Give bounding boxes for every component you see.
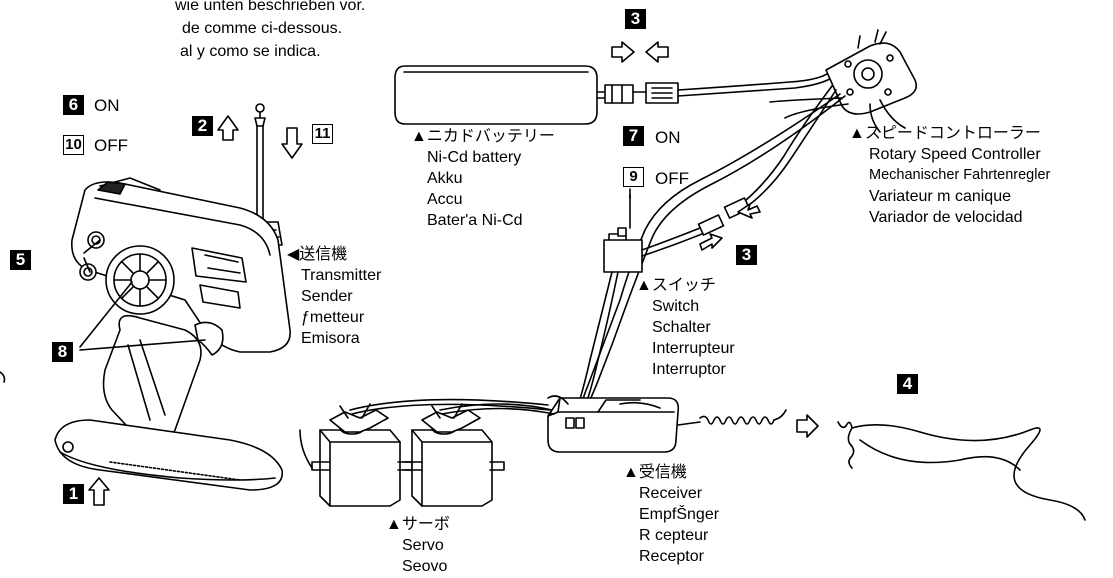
battery-label-es: Bater'a Ni-Cd [427,210,555,231]
controller-label-ja: ▲スピードコントローラー [849,123,1050,144]
receiver-label-es: Receptor [639,546,719,567]
step-8-badge: 8 [52,342,73,362]
step-11-badge: 11 [312,124,333,144]
transmitter-off-label: OFF [94,136,128,156]
transmitter-label-ja: ◀送信機 [287,244,381,265]
receiver-label-ja: ▲受信機 [623,462,719,483]
controller-label-en: Rotary Speed Controller [869,144,1050,165]
switch-label: ▲スイッチ Switch Schalter Interrupteur Inter… [636,275,735,380]
servo-label-en: Servo [402,535,450,556]
battery-label-ja: ▲ニカドバッテリー [411,126,555,147]
transmitter-on-label: ON [94,96,120,116]
step-2-badge: 2 [192,116,213,136]
step-3-top-badge: 3 [625,9,646,29]
receiver-illustration [548,398,786,452]
switch-label-fr: Interrupteur [652,338,735,359]
transmitter-label-es: Emisora [301,328,381,349]
battery-illustration [395,66,678,124]
controller-label-fr: Variateur m canique [869,186,1050,207]
step-1-badge: 1 [63,484,84,504]
receiver-label-fr: R cepteur [639,525,719,546]
step-7-badge: 7 [623,126,644,146]
switch-on-label: ON [655,128,681,148]
battery-label-de: Akku [427,168,555,189]
receiver-label: ▲受信機 Receiver EmpfŠnger R cepteur Recept… [623,462,719,567]
receiver-label-en: Receiver [639,483,719,504]
battery-label-fr: Accu [427,189,555,210]
antenna-wire-illustration [838,422,1085,520]
transmitter-illustration [55,104,290,490]
servo-label-de: Seovo [402,556,450,577]
step-3-lower-badge: 3 [736,245,757,265]
transmitter-label-de: Sender [301,286,381,307]
step-4-badge: 4 [897,374,918,394]
controller-label-de: Mechanischer Fahrtenregler [869,165,1050,186]
step-6-badge: 6 [63,95,84,115]
transmitter-label-fr: ƒmetteur [301,307,381,328]
switch-label-ja: ▲スイッチ [636,275,735,296]
switch-off-label: OFF [655,169,689,189]
controller-label-es: Variador de velocidad [869,207,1050,228]
transmitter-label-en: Transmitter [301,265,381,286]
switch-label-en: Switch [652,296,735,317]
switch-label-de: Schalter [652,317,735,338]
receiver-label-de: EmpfŠnger [639,504,719,525]
servo-illustration [312,404,504,506]
step-10-badge: 10 [63,135,84,155]
battery-label: ▲ニカドバッテリー Ni-Cd battery Akku Accu Bater'… [411,126,555,231]
controller-label: ▲スピードコントローラー Rotary Speed Controller Mec… [849,123,1050,228]
switch-label-es: Interruptor [652,359,735,380]
transmitter-label: ◀送信機 Transmitter Sender ƒmetteur Emisora [287,244,381,349]
battery-label-en: Ni-Cd battery [427,147,555,168]
servo-label-ja: ▲サーボ [386,514,450,535]
servo-label: ▲サーボ Servo Seovo [386,514,450,577]
step-9-badge: 9 [623,167,644,187]
step-5-badge: 5 [10,250,31,270]
